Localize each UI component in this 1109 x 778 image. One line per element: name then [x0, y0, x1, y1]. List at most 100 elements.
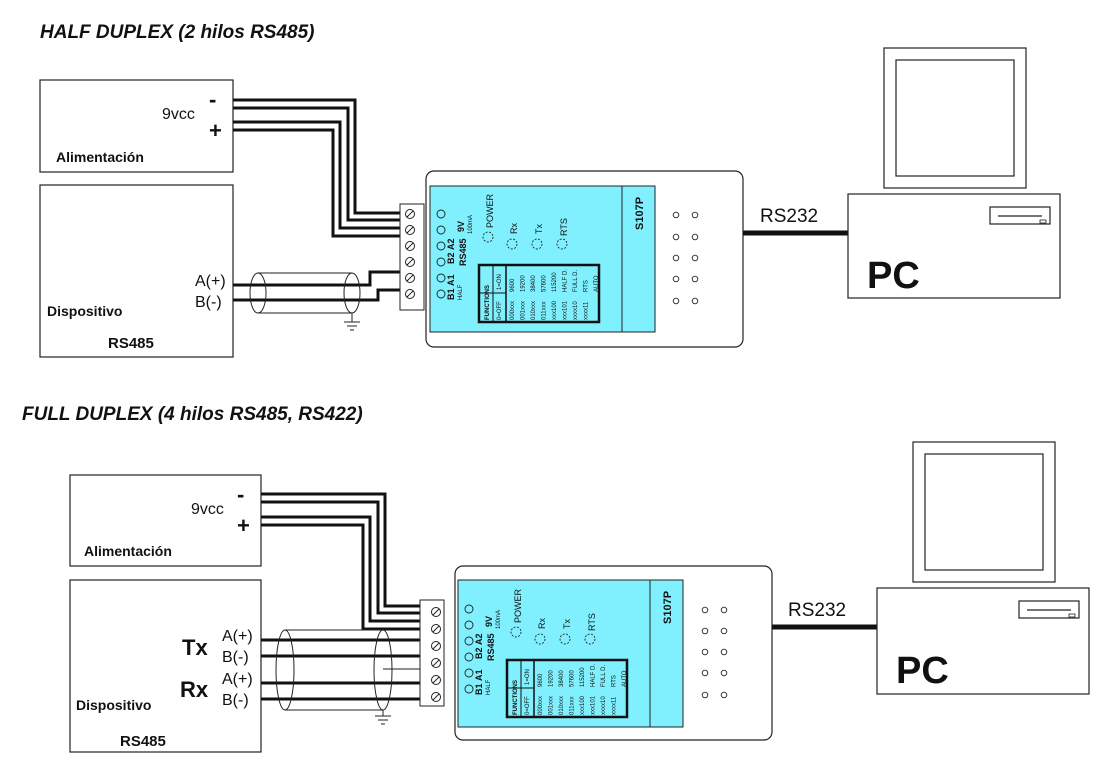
function-code: xxxx10 — [601, 696, 607, 715]
current-label: 100mA — [496, 610, 502, 629]
function-code: xxx101 — [591, 695, 597, 715]
converter-module: S107P B1 A1 B2 A2 HALF RS485 9V 100mA PO… — [454, 565, 773, 741]
function-code: xxx101 — [563, 300, 569, 320]
serial-port-holes — [672, 211, 699, 305]
function-code: 001xxx — [521, 301, 527, 320]
function-value: 19200 — [521, 275, 527, 292]
tx-b-label: B(-) — [222, 649, 249, 666]
function-value: AUTO — [622, 670, 628, 687]
functions-label: FUNCTIONS — [513, 680, 519, 715]
pc-label: PC — [896, 650, 949, 692]
terminal-block — [419, 599, 445, 707]
terminal-rs485-label: RS485 — [458, 238, 468, 266]
function-value: 57600 — [570, 670, 576, 687]
half-mark-label: HALF — [486, 679, 492, 695]
function-value: RTS — [612, 675, 618, 687]
function-value: 115200 — [552, 272, 558, 292]
led-power-label: POWER — [485, 193, 495, 228]
power-box-label: Alimentación — [84, 543, 172, 559]
function-value: AUTO — [594, 275, 600, 292]
cable-shield — [275, 629, 420, 725]
device-protocol-label: RS485 — [108, 335, 154, 352]
function-value: FULL D. — [601, 665, 607, 687]
power-wires — [261, 492, 420, 631]
function-code: xxxx10 — [573, 301, 579, 320]
function-code: 011xxx — [570, 696, 576, 715]
device-box — [69, 579, 262, 753]
function-code: xxx100 — [580, 695, 586, 715]
rs232-label: RS232 — [760, 206, 818, 227]
module-model-label: S107P — [662, 591, 674, 624]
half-mark-label: HALF — [458, 284, 464, 300]
functions-label: FUNCTIONS — [485, 285, 491, 320]
function-value: 9600 — [538, 673, 544, 687]
current-label: 100mA — [468, 215, 474, 234]
function-value: 9600 — [510, 278, 516, 292]
function-value: 38400 — [559, 670, 565, 687]
led-tx-label: Tx — [534, 224, 544, 234]
terminal-b2-label: B2 — [474, 647, 484, 659]
power-supply-box — [39, 79, 234, 173]
power-voltage-label: 9vcc — [162, 106, 195, 123]
tx-label: Tx — [182, 635, 208, 660]
onoff-label: 0=OFF — [525, 696, 531, 715]
tx-a-label: A(+) — [222, 628, 253, 645]
function-value: FULL D. — [573, 270, 579, 292]
cable-shield — [249, 272, 361, 331]
led-tx-label: Tx — [562, 619, 572, 629]
led-power-label: POWER — [513, 588, 523, 623]
terminal-b1-label: B1 — [474, 683, 484, 695]
device-protocol-label: RS485 — [120, 733, 166, 750]
terminal-rs485-label: RS485 — [486, 633, 496, 661]
function-code: xxx100 — [552, 300, 558, 320]
rx-label: Rx — [180, 677, 209, 702]
terminal-a1-label: A1 — [446, 274, 456, 286]
terminal-a1-label: A1 — [474, 669, 484, 681]
function-value: 57600 — [542, 275, 548, 292]
device-box — [39, 184, 234, 358]
power-plus-label: + — [209, 118, 222, 143]
terminal-a2-label: A2 — [474, 633, 484, 645]
converter-module: S107P B1 A1 B2 A2 HALF RS485 9V 100mA PO… — [425, 170, 744, 348]
function-value: 19200 — [549, 670, 555, 687]
function-value: HALF D. — [591, 664, 597, 687]
function-value: 38400 — [531, 275, 537, 292]
rx-a-label: A(+) — [222, 671, 253, 688]
full-duplex-title: FULL DUPLEX (4 hilos RS485, RS422) — [22, 404, 363, 425]
function-code: 001xxx — [549, 696, 555, 715]
led-rx-label: Rx — [537, 618, 547, 629]
on-label: 1=ON — [525, 669, 531, 685]
function-codes: 9600000xxx19200001xxx38400010xxx57600011… — [510, 269, 600, 320]
led-rts-label: RTS — [587, 613, 597, 631]
module-panel — [457, 579, 651, 728]
data-wires — [261, 638, 420, 701]
half-duplex-section: HALF DUPLEX (2 hilos RS485) 9vcc - + Ali… — [39, 22, 1061, 358]
power-minus-label: - — [237, 482, 244, 507]
pc-computer: PC — [847, 47, 1061, 299]
function-code: xxxx11 — [584, 301, 590, 320]
function-value: HALF D. — [563, 269, 569, 292]
terminal-block — [399, 203, 425, 311]
pc-label: PC — [867, 255, 920, 297]
voltage-label: 9V — [484, 616, 494, 627]
power-plus-label: + — [237, 513, 250, 538]
power-box-label: Alimentación — [56, 149, 144, 165]
on-label: 1=ON — [497, 274, 503, 290]
terminal-b1-label: B1 — [446, 288, 456, 300]
data-wires — [233, 270, 400, 302]
module-panel — [429, 185, 623, 333]
function-code: xxxx11 — [612, 696, 618, 715]
voltage-label: 9V — [456, 221, 466, 232]
half-duplex-title: HALF DUPLEX (2 hilos RS485) — [40, 22, 315, 43]
function-code: 010xxx — [559, 696, 565, 715]
rx-b-label: B(-) — [222, 692, 249, 709]
function-code: 000xxx — [538, 696, 544, 715]
line-b-label: B(-) — [195, 294, 222, 311]
module-side-panel — [621, 185, 656, 333]
terminal-a2-label: A2 — [446, 238, 456, 250]
power-supply-box — [69, 474, 262, 567]
power-voltage-label: 9vcc — [191, 501, 224, 518]
power-wires — [233, 98, 400, 238]
device-label: Dispositivo — [76, 697, 151, 713]
